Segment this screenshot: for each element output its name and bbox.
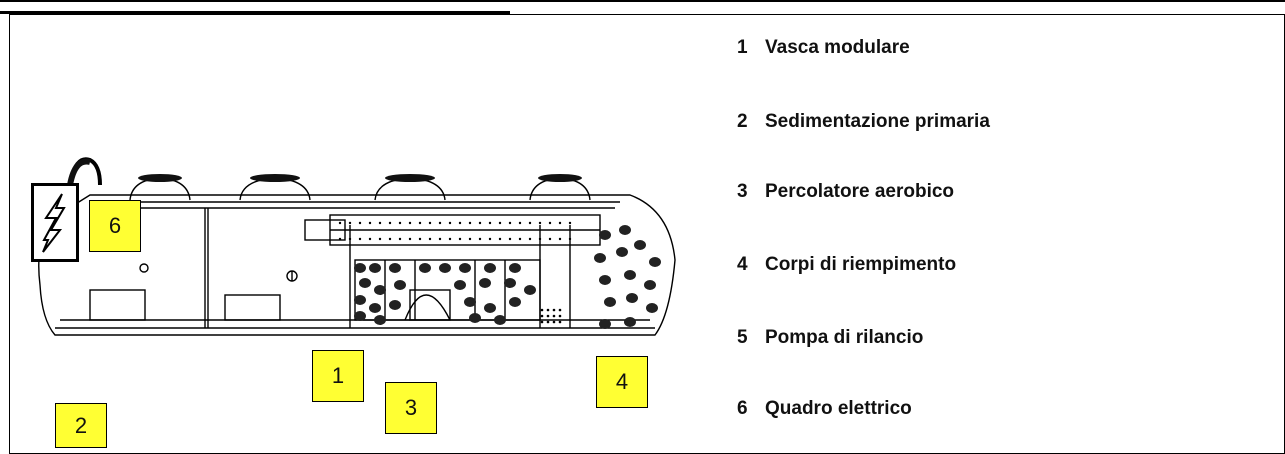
- legend-item: 1 Vasca modulare: [737, 34, 910, 62]
- legend-label: Corpi di riempimento: [765, 254, 957, 275]
- electrical-panel-box: [31, 183, 79, 262]
- callout-4: 4: [596, 356, 648, 408]
- legend-number: 5: [737, 327, 748, 348]
- legend-label: Vasca modulare: [765, 37, 910, 58]
- legend-item: 5 Pompa di rilancio: [737, 324, 923, 352]
- tank-diagram: [38, 157, 676, 336]
- lightning-bolt-icon: [42, 193, 66, 253]
- legend-number: 3: [737, 181, 748, 202]
- callout-3: 3: [385, 382, 437, 434]
- legend-number: 2: [737, 111, 748, 132]
- legend-number: 6: [737, 398, 748, 419]
- header-fragment: [0, 0, 510, 14]
- legend-item: 3 Percolatore aerobico: [737, 178, 954, 206]
- legend-label: Percolatore aerobico: [765, 181, 955, 202]
- legend-label: Pompa di rilancio: [765, 327, 924, 348]
- legend-number: 4: [737, 254, 748, 275]
- callout-1: 1: [312, 350, 364, 402]
- legend-number: 1: [737, 37, 748, 58]
- legend-label: Sedimentazione primaria: [765, 111, 990, 132]
- callout-2: 2: [55, 403, 107, 448]
- legend-item: 6 Quadro elettrico: [737, 395, 912, 423]
- legend-item: 4 Corpi di riempimento: [737, 251, 956, 279]
- legend-item: 2 Sedimentazione primaria: [737, 108, 990, 136]
- callout-6: 6: [89, 200, 141, 252]
- legend-label: Quadro elettrico: [765, 398, 912, 419]
- top-rule: [0, 0, 1285, 2]
